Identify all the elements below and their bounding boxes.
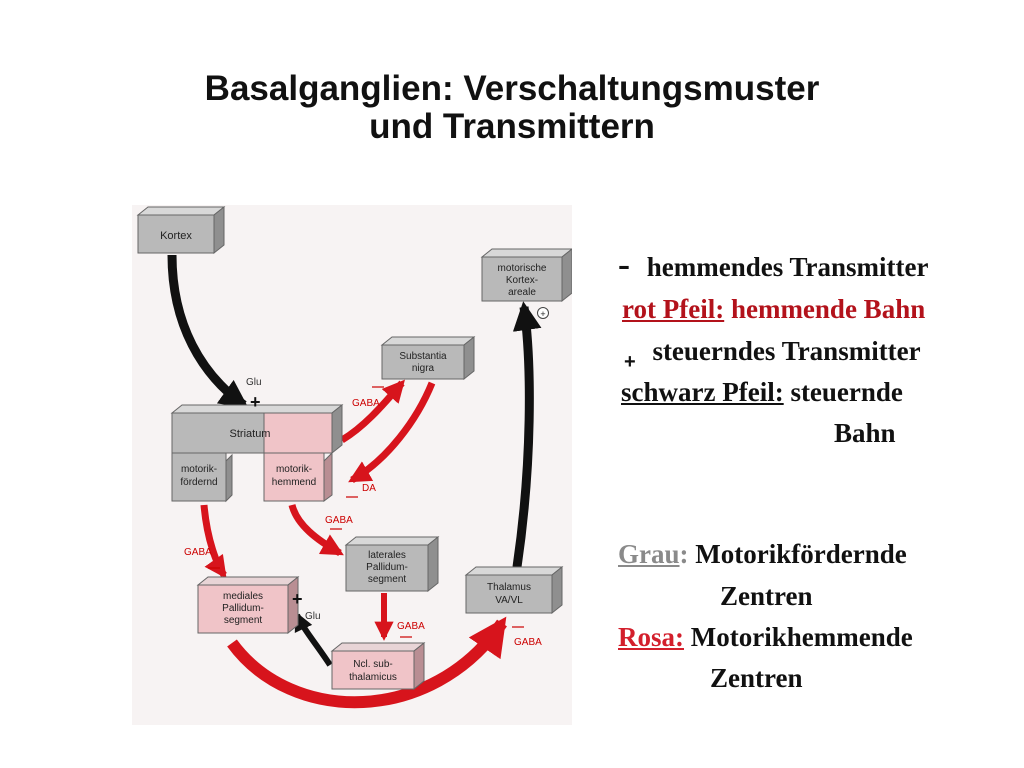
legend-schwarz-label: schwarz Pfeil:	[621, 377, 784, 407]
legend-grau-text2: Zentren	[720, 581, 813, 611]
legend-rosa-label: Rosa:	[618, 622, 684, 652]
arrow-mediales-thalamus	[227, 616, 507, 709]
box-motorik-foerdernd: motorik- fördernd	[171, 452, 233, 503]
svg-text:Thalamus: Thalamus	[487, 582, 531, 593]
label-plus-ncl: +	[292, 589, 303, 609]
legend-rosa-text: Motorikhemmende	[690, 622, 913, 652]
label-glu-top: Glu	[246, 377, 262, 388]
svg-text:VA/VL: VA/VL	[495, 595, 523, 606]
box-thalamus: Thalamus VA/VL	[464, 565, 564, 615]
legend-rot-label: rot Pfeil:	[622, 294, 725, 324]
legend-grau: Grau: Motorikfördernde	[618, 539, 907, 570]
box-striatum: Striatum	[170, 403, 344, 455]
arrow-thalamus-kortexareale	[512, 301, 542, 568]
arrow-substantia-striatum-da	[348, 381, 436, 484]
label-gaba-lateral: GABA	[325, 515, 353, 526]
label-plus-top: +	[250, 392, 261, 412]
svg-text:laterales: laterales	[368, 550, 406, 561]
title-line-2: und Transmittern	[369, 107, 655, 146]
legend-rosa: Rosa: Motorikhemmende	[618, 622, 913, 653]
label-gaba-ncl: GABA	[397, 621, 425, 632]
legend-steuernd: + steuerndes Transmitter	[624, 336, 921, 373]
legend-grau-text: Motorikfördernde	[695, 539, 907, 569]
arrow-hemmend-laterales	[288, 503, 344, 557]
legend-rot: rot Pfeil: hemmende Bahn	[622, 294, 925, 325]
legend-schwarz-text2: Bahn	[834, 418, 896, 448]
label-kortex: Kortex	[160, 230, 192, 242]
label-da: DA	[362, 483, 376, 494]
legend-minus-sign: -	[618, 244, 630, 284]
legend-grau-label: Grau	[618, 539, 680, 569]
basal-ganglia-diagram: Kortex motorische Kortex- areale Substan…	[132, 205, 572, 725]
box-motorische-kortexareale: motorische Kortex- areale	[480, 248, 572, 303]
arrow-foerdernd-mediales	[200, 504, 227, 579]
label-plus-circle: +	[540, 309, 545, 319]
legend-rot-text: hemmende Bahn	[730, 294, 926, 324]
box-kortex: Kortex	[136, 205, 226, 255]
svg-text:areale: areale	[508, 287, 536, 298]
svg-text:Pallidum-: Pallidum-	[366, 562, 408, 573]
box-substantia-nigra: Substantia nigra	[380, 335, 476, 381]
svg-text:thalamicus: thalamicus	[349, 672, 397, 683]
svg-text:nigra: nigra	[412, 363, 435, 374]
title-line-1: Basalganglien: Verschaltungsmuster	[204, 69, 820, 108]
box-ncl-subthalamicus: Ncl. sub- thalamicus	[330, 641, 426, 691]
page-title: Basalganglien: Verschaltungsmuster und T…	[0, 70, 1024, 146]
label-gaba-thalamus: GABA	[514, 637, 542, 648]
svg-text:Substantia: Substantia	[399, 351, 447, 362]
legend-plus-sign: +	[624, 351, 636, 373]
legend-hemmendes-text: hemmendes Transmitter	[646, 252, 929, 282]
label-striatum: Striatum	[230, 428, 271, 440]
legend-grau-colon: :	[679, 539, 689, 569]
legend-steuerndes-text: steuerndes Transmitter	[652, 336, 921, 366]
svg-text:Ncl. sub-: Ncl. sub-	[353, 659, 392, 670]
svg-text:motorische: motorische	[498, 263, 547, 274]
legend-schwarz: schwarz Pfeil: steuernde	[621, 377, 903, 408]
svg-text:hemmend: hemmend	[272, 477, 316, 488]
svg-text:Pallidum-: Pallidum-	[222, 603, 264, 614]
legend-hemmend: - hemmendes Transmitter	[618, 243, 928, 285]
arrow-ncl-mediales	[294, 611, 333, 667]
legend-schwarz-text: steuernde	[790, 377, 903, 407]
box-motorik-hemmend: motorik- hemmend	[263, 451, 333, 502]
svg-text:motorik-: motorik-	[181, 464, 217, 475]
legend-rosa-text2: Zentren	[710, 663, 803, 693]
transmitter-labels: Glu + GABA DA GABA GABA + Glu GABA GABA …	[184, 307, 549, 648]
svg-text:fördernd: fördernd	[180, 477, 217, 488]
svg-text:motorik-: motorik-	[276, 464, 312, 475]
box-laterales-pallidum: laterales Pallidum- segment	[344, 535, 440, 593]
label-gaba-medial: GABA	[184, 547, 212, 558]
svg-text:segment: segment	[368, 574, 407, 585]
arrow-kortex-striatum	[167, 254, 249, 409]
svg-text:segment: segment	[224, 615, 263, 626]
box-mediales-pallidum: mediales Pallidum- segment	[196, 575, 300, 635]
label-gaba-substantia: GABA	[352, 398, 380, 409]
svg-text:Kortex-: Kortex-	[506, 275, 538, 286]
arrow-striatum-substantia	[340, 379, 405, 444]
label-glu-ncl: Glu	[305, 611, 321, 622]
svg-text:mediales: mediales	[223, 591, 263, 602]
